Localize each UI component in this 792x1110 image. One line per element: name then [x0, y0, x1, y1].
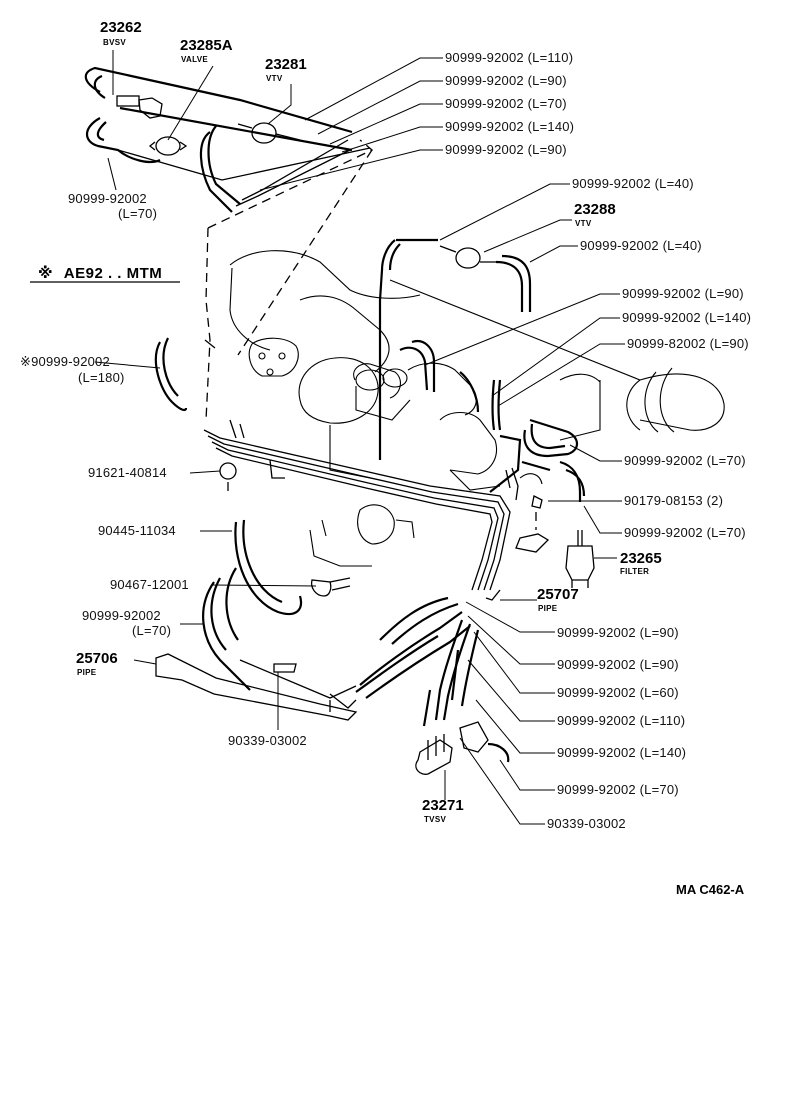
label-hose-l70-right-b: 90999-92002 (L=70)	[624, 525, 746, 540]
plug-91621-circle	[219, 462, 237, 480]
leader-lines	[94, 50, 625, 825]
valve-23285a-body	[155, 136, 181, 156]
label-hose-left-top-line1: 90999-92002	[68, 191, 147, 206]
label-hose-82002-l90: 90999-82002 (L=90)	[627, 336, 749, 351]
label-clamp-90339-right: 90339-03002	[547, 816, 626, 831]
caption-filter: FILTER	[620, 567, 650, 576]
label-hose-l140-low: 90999-92002 (L=140)	[557, 745, 687, 760]
part-number-25706: 25706	[76, 650, 118, 667]
part-number-23288: 23288	[574, 201, 616, 218]
label-hose-l110-low: 90999-92002 (L=110)	[557, 713, 686, 728]
label-clip-90467: 90467-12001	[110, 577, 189, 592]
label-hose-left-low-line2: (L=70)	[132, 623, 172, 638]
tvsv-body	[415, 739, 453, 775]
label-hose-l70-top: 90999-92002 (L=70)	[445, 96, 567, 111]
top-hose-assembly	[84, 66, 374, 421]
drawing-code: MA C462-A	[676, 882, 745, 897]
label-plug-91621: 91621-40814	[88, 465, 167, 480]
engine-ghost-outline	[229, 250, 725, 491]
label-hose-l180-line1: ※90999-92002	[20, 354, 110, 369]
label-hose-l140-mid: 90999-92002 (L=140)	[622, 310, 752, 325]
label-hose-l90-low-b: 90999-92002 (L=90)	[557, 657, 679, 672]
label-hose-left-low-line1: 90999-92002	[82, 608, 161, 623]
caption-pipe-25707: PIPE	[538, 604, 558, 613]
caption-pipe-25706: PIPE	[77, 668, 97, 677]
clip-90179	[531, 495, 543, 509]
model-note: ※ AE92 . . MTM	[38, 264, 162, 282]
pipe-25706-body	[155, 653, 358, 721]
label-hose-l90-low-a: 90999-92002 (L=90)	[557, 625, 679, 640]
label-hose-l70-low: 90999-92002 (L=70)	[557, 782, 679, 797]
part-number-25707: 25707	[537, 586, 579, 603]
label-clamp-90339-left: 90339-03002	[228, 733, 307, 748]
bvsv-head	[138, 97, 163, 119]
note-mark: ※	[38, 265, 54, 282]
label-hose-l180-line2: (L=180)	[78, 370, 125, 385]
caption-vtv-23281: VTV	[266, 74, 283, 83]
label-hose-l110-top: 90999-92002 (L=110)	[445, 50, 574, 65]
label-hose-left-top-line2: (L=70)	[118, 206, 158, 221]
part-number-23285a: 23285A	[180, 37, 233, 54]
part-number-23262: 23262	[100, 19, 142, 36]
label-hose-l60-low: 90999-92002 (L=60)	[557, 685, 679, 700]
label-hose-l90-top-a: 90999-92002 (L=90)	[445, 73, 567, 88]
part-number-23265: 23265	[620, 550, 662, 567]
part-number-23271: 23271	[422, 797, 464, 814]
lower-hoses	[155, 504, 510, 775]
bvsv-body	[116, 95, 140, 107]
label-hose-l90-mid: 90999-92002 (L=90)	[622, 286, 744, 301]
caption-vtv-23288: VTV	[575, 219, 592, 228]
note-text: AE92 . . MTM	[63, 265, 163, 282]
caption-bvsv: BVSV	[103, 38, 126, 47]
filter-23265-body	[565, 545, 595, 581]
vtv-23281-body	[251, 122, 277, 144]
label-hose-90445: 90445-11034	[98, 523, 176, 538]
label-hose-l40-a: 90999-92002 (L=40)	[572, 176, 694, 191]
vtv-23288-body	[455, 247, 481, 269]
label-hose-l140-top: 90999-92002 (L=140)	[445, 119, 575, 134]
label-hose-l70-right: 90999-92002 (L=70)	[624, 453, 746, 468]
label-hose-l40-b: 90999-92002 (L=40)	[580, 238, 702, 253]
label-clip-90179: 90179-08153 (2)	[624, 493, 724, 508]
part-number-23281: 23281	[265, 56, 307, 73]
small-parts	[219, 462, 595, 588]
caption-tvsv: TVSV	[424, 815, 447, 824]
label-hose-l90-top-b: 90999-92002 (L=90)	[445, 142, 567, 157]
mid-hoses	[154, 238, 586, 601]
caption-valve: VALVE	[181, 55, 208, 64]
